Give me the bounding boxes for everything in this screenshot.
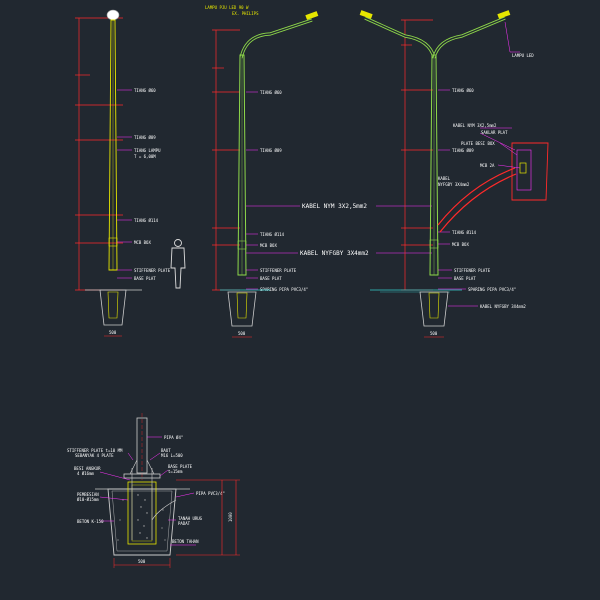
label-tiang-lampu-t: T = 6,00M [134, 154, 156, 159]
foundation-detail: PIPA Ø4" STIFFENER PLATE t=10 MM SEBANYA… [67, 413, 240, 568]
label-mcb: MCB BOX [134, 240, 151, 245]
label-mcb: MCB BOX [452, 242, 469, 247]
mcb-symbol [519, 162, 527, 174]
label-beton: BETON K-150 [77, 519, 104, 524]
label-tiang-top: TIANG Ø60 [260, 90, 282, 95]
pole-shaft [237, 54, 247, 276]
lamp-head-left [359, 10, 373, 19]
label-tanah-urug-2: PADAT [178, 521, 191, 526]
label-tiang-low: TIANG Ø114 [260, 232, 285, 237]
label-lamp-brand: EX. PHILIPS [232, 11, 259, 16]
label-tiang-lampu: TIANG LAMPU [134, 148, 161, 153]
label-stiffener: STIFFENER PLATE [454, 268, 491, 273]
label-base-plate-2: t=15mm [168, 469, 183, 474]
label-base-plat: BASE PLAT [260, 276, 282, 281]
footing [227, 291, 257, 327]
label-panel-saklar: SAKLAR PLAT [481, 130, 508, 135]
pole-arm-left [364, 16, 436, 59]
label-base-plate-1: BASE PLATE [168, 464, 193, 469]
base-dimension: 500 [238, 331, 246, 336]
label-stiffener-2: SEBANYAK 4 PLATE [75, 453, 114, 458]
human-scale-figure [170, 239, 186, 289]
label-mcb: MCB BOX [260, 243, 277, 248]
pole-single-elevation: TIANG Ø60 TIANG Ø89 TIANG LAMPU T = 6,00… [75, 9, 171, 337]
label-baut-2: M16 L=500 [161, 453, 183, 458]
lamp-head [106, 9, 120, 21]
label-stiffener: STIFFENER PLATE [134, 268, 171, 273]
lamp-head-right [497, 10, 511, 19]
label-panel-kabel-2: NYFGBY 3X4mm2 [438, 182, 470, 187]
rebar-cage [127, 481, 157, 545]
panel-box-detail: KABEL NYM 3X2,5mm2 SAKLAR PLAT PLATE BES… [438, 123, 549, 201]
cable-callouts: KABEL NYM 3X2,5mm2 KABEL NYFGBY 3X4mm2 [246, 203, 432, 257]
base-dimension: 500 [430, 331, 438, 336]
label-beton-tahan: BETON TAHAN [172, 539, 199, 544]
base-dimension: 500 [109, 330, 117, 335]
label-pipa-pvc: PIPA PVC3/4" [196, 491, 225, 496]
label-lampu-led: LAMPU LED [512, 53, 534, 58]
lamp-head [305, 11, 319, 20]
footing [419, 291, 449, 327]
label-panel-mcb: MCB 2A [480, 163, 495, 168]
label-stiffener-1: STIFFENER PLATE t=10 MM [67, 448, 123, 453]
pole-arm-right [432, 16, 506, 59]
label-tiang-low: TIANG Ø114 [134, 218, 159, 223]
pole-double-arm-elevation: LAMPU LED TIANG Ø60 TIANG Ø89 TIANG Ø114… [359, 10, 534, 338]
label-tiang-mid: TIANG Ø89 [260, 148, 282, 153]
label-besi-angkur-1: BESI ANGKUR [74, 466, 101, 471]
label-pembesian-2: Ø10-Ø15mm [77, 497, 99, 502]
label-panel-kabel-nym: KABEL NYM 3X2,5mm2 [453, 123, 497, 128]
label-tiang-low: TIANG Ø114 [452, 230, 477, 235]
label-cable-nyfgby: KABEL NYFGBY 3X4mm2 [300, 250, 369, 257]
label-tiang-top: TIANG Ø60 [134, 88, 156, 93]
footing [99, 289, 127, 326]
dimension-ticks [75, 17, 123, 291]
label-tanah-urug-1: TANAH URUG [178, 516, 203, 521]
label-pipa: SPARING PIPA PVC3/4" [468, 287, 516, 292]
label-stiffener: STIFFENER PLATE [260, 268, 297, 273]
label-tiang-mid: TIANG Ø89 [134, 135, 156, 140]
label-panel-kabel-1: KABEL [438, 176, 451, 181]
label-base-plat: BASE PLAT [454, 276, 476, 281]
label-kabel-ground: KABEL NYFGBY 3X4mm2 [480, 304, 526, 309]
dimension-height: 1000 [228, 512, 233, 522]
pole-shaft [429, 54, 439, 276]
label-base-plat: BASE PLAT [134, 276, 156, 281]
label-cable-nym: KABEL NYM 3X2,5mm2 [302, 203, 367, 210]
footing-outline [107, 488, 177, 556]
label-pipa: SPARING PIPA PVC3/4" [260, 287, 308, 292]
label-pipa: PIPA Ø4" [164, 435, 183, 440]
label-pembesian-1: PEMBESIAN [77, 492, 99, 497]
label-baut-1: BAUT [161, 448, 171, 453]
pole-single-arm-elevation: LAMPU PJU LED 90 W EX. PHILIPS TIANG Ø60… [205, 5, 319, 338]
label-panel-plate: PLATE BESI BOX [461, 141, 495, 146]
label-tiang-top: TIANG Ø60 [452, 88, 474, 93]
dimension-base: 500 [138, 559, 146, 564]
label-besi-angkur-2: 4 Ø16mm [77, 471, 94, 476]
label-lamp-type: LAMPU PJU LED 90 W [205, 5, 249, 10]
label-tiang-mid: TIANG Ø89 [452, 148, 474, 153]
